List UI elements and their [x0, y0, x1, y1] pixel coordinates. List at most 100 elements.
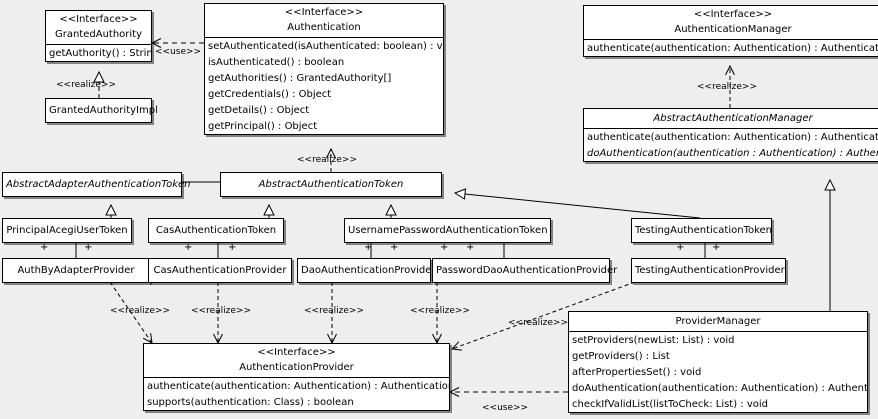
operation-authenticate: authenticate(authentication: Authenticat…	[587, 132, 878, 143]
operations-compartment: getAuthority() : String	[46, 44, 151, 61]
class-provider-manager[interactable]: ProviderManager setProviders(newList: Li…	[568, 311, 868, 413]
class-name: ProviderManager	[675, 316, 761, 327]
class-header: CasAuthenticationToken	[149, 219, 283, 242]
assoc-plus-upat-dao-right: +	[390, 242, 399, 253]
operation-supports: supports(authentication: Class) : boolea…	[147, 397, 354, 408]
label-use-provider-manager: <<use>>	[482, 403, 529, 413]
operation-authenticate: authenticate(authentication: Authenticat…	[587, 43, 878, 54]
rel-testingtoken-generalize	[455, 193, 701, 219]
class-header: AbstractAuthenticationToken	[221, 173, 441, 196]
class-principal-acegi-user-token[interactable]: PrincipalAcegiUserToken	[2, 218, 132, 243]
label-realize-cas-provider: <<realize>>	[191, 306, 251, 316]
class-header: UsernamePasswordAuthenticationToken	[345, 219, 550, 242]
class-name: GrantedAuthorityImpl	[49, 105, 158, 116]
class-auth-by-adapter-provider[interactable]: AuthByAdapterProvider	[2, 258, 150, 283]
label-use-granted-authority: <<use>>	[155, 47, 202, 57]
operations-compartment: authenticate(authentication: Authenticat…	[584, 128, 878, 161]
assoc-plus-testing-right: +	[712, 242, 721, 253]
class-authentication-provider[interactable]: <<Interface>> AuthenticationProvider aut…	[143, 343, 450, 411]
operation-afterPropertiesSet: afterPropertiesSet() : void	[572, 367, 702, 378]
class-header: <<Interface>> GrantedAuthority	[46, 11, 151, 44]
class-username-password-authentication-token[interactable]: UsernamePasswordAuthenticationToken	[344, 218, 551, 243]
class-name: AuthenticationManager	[674, 24, 792, 35]
class-name: CasAuthenticationProvider	[153, 265, 287, 276]
class-dao-authentication-provider[interactable]: DaoAuthenticationProvider	[297, 258, 436, 283]
class-abstract-adapter-authentication-token[interactable]: AbstractAdapterAuthenticationToken	[2, 172, 191, 197]
label-realize-auth-by-adapter-provider: <<realize>>	[110, 306, 170, 316]
operation-getAuthority: getAuthority() : String	[49, 48, 151, 59]
assoc-plus-upat-pwdao-left: +	[440, 242, 449, 253]
class-name: TestingAuthenticationProvider	[635, 265, 785, 276]
assoc-plus-cas-right: +	[228, 242, 237, 253]
class-abstract-authentication-token[interactable]: AbstractAuthenticationToken	[220, 172, 442, 197]
operation-getProviders: getProviders() : List	[572, 351, 670, 362]
stereotype-interface: <<Interface>>	[693, 9, 773, 20]
operation-getAuthorities: getAuthorities() : GrantedAuthority[]	[208, 73, 392, 84]
operation-isAuthenticated: isAuthenticated() : boolean	[208, 57, 345, 68]
class-header: DaoAuthenticationProvider	[298, 259, 436, 282]
operation-doAuthentication: doAuthentication(authentication: Authent…	[572, 383, 867, 394]
class-name: AbstractAuthenticationToken	[258, 179, 404, 190]
label-realize-abstract-authentication-token: <<realize>>	[297, 155, 357, 165]
class-name: TestingAuthenticationToken	[635, 225, 773, 236]
class-name: PasswordDaoAuthenticationProvider	[436, 265, 618, 276]
class-granted-authority-impl[interactable]: GrantedAuthorityImpl	[45, 98, 158, 123]
operation-setProviders: setProviders(newList: List) : void	[572, 335, 735, 346]
stereotype-interface: <<Interface>>	[59, 14, 138, 25]
class-header: <<Interface>> Authentication	[205, 4, 443, 37]
operation-authenticate: authenticate(authentication: Authenticat…	[147, 381, 449, 392]
label-realize-granted-authority-impl: <<realize>>	[56, 80, 116, 90]
class-name: AuthByAdapterProvider	[17, 265, 135, 276]
class-password-dao-authentication-provider[interactable]: PasswordDaoAuthenticationProvider	[432, 258, 618, 283]
assoc-plus-cas-left: +	[184, 242, 193, 253]
class-header: AuthByAdapterProvider	[3, 259, 149, 282]
label-realize-abstract-authentication-manager: <<realize>>	[697, 82, 757, 92]
class-cas-authentication-token[interactable]: CasAuthenticationToken	[148, 218, 284, 243]
class-testing-authentication-provider[interactable]: TestingAuthenticationProvider	[631, 258, 786, 283]
class-header: TestingAuthenticationProvider	[632, 259, 785, 282]
assoc-plus-testing-left: +	[676, 242, 685, 253]
class-testing-authentication-token[interactable]: TestingAuthenticationToken	[631, 218, 772, 243]
class-name: GrantedAuthority	[54, 29, 143, 40]
operation-getPrincipal: getPrincipal() : Object	[208, 121, 318, 132]
assoc-plus-upat-pwdao-right: +	[466, 242, 475, 253]
assoc-plus-principal-acegi-left: +	[40, 242, 49, 253]
stereotype-interface: <<Interface>>	[284, 7, 364, 18]
class-header: PasswordDaoAuthenticationProvider	[433, 259, 618, 282]
stereotype-interface: <<Interface>>	[257, 347, 336, 358]
class-name: UsernamePasswordAuthenticationToken	[348, 225, 548, 236]
class-header: GrantedAuthorityImpl	[46, 99, 158, 122]
operation-getCredentials: getCredentials() : Object	[208, 89, 332, 100]
assoc-plus-upat-dao-left: +	[364, 242, 373, 253]
class-name: DaoAuthenticationProvider	[301, 265, 436, 276]
operations-compartment: setProviders(newList: List) : void getPr…	[569, 331, 867, 412]
class-name: PrincipalAcegiUserToken	[6, 225, 128, 236]
operation-checkIfValidList: checkIfValidList(listToCheck: List) : vo…	[572, 399, 769, 410]
class-header: AbstractAdapterAuthenticationToken	[3, 173, 191, 196]
class-header: ProviderManager	[569, 312, 867, 331]
class-authentication-manager[interactable]: <<Interface>> AuthenticationManager auth…	[583, 5, 878, 57]
class-name: AuthenticationProvider	[239, 362, 354, 373]
operation-setAuthenticated: setAuthenticated(isAuthenticated: boolea…	[208, 41, 443, 52]
class-cas-authentication-provider[interactable]: CasAuthenticationProvider	[148, 258, 292, 283]
class-header: PrincipalAcegiUserToken	[3, 219, 131, 242]
class-header: TestingAuthenticationToken	[632, 219, 773, 242]
class-header: <<Interface>> AuthenticationManager	[584, 6, 878, 39]
operation-getDetails: getDetails() : Object	[208, 105, 310, 116]
operations-compartment: authenticate(authentication: Authenticat…	[144, 377, 449, 410]
class-name: Authentication	[287, 22, 361, 33]
assoc-plus-principal-acegi-right: +	[84, 242, 93, 253]
class-header: AbstractAuthenticationManager	[584, 109, 878, 128]
class-name: AbstractAdapterAuthenticationToken	[6, 179, 191, 190]
class-name: CasAuthenticationToken	[155, 225, 277, 236]
class-abstract-authentication-manager[interactable]: AbstractAuthenticationManager authentica…	[583, 108, 878, 162]
class-granted-authority[interactable]: <<Interface>> GrantedAuthority getAuthor…	[45, 10, 152, 62]
class-header: <<Interface>> AuthenticationProvider	[144, 344, 449, 377]
class-authentication[interactable]: <<Interface>> Authentication setAuthenti…	[204, 3, 444, 135]
label-realize-password-dao-provider: <<realize>>	[410, 306, 470, 316]
class-header: CasAuthenticationProvider	[149, 259, 291, 282]
operations-compartment: setAuthenticated(isAuthenticated: boolea…	[205, 37, 443, 134]
label-realize-dao-provider: <<realize>>	[304, 306, 364, 316]
operation-doAuthentication: doAuthentication(authentication : Authen…	[587, 148, 878, 159]
